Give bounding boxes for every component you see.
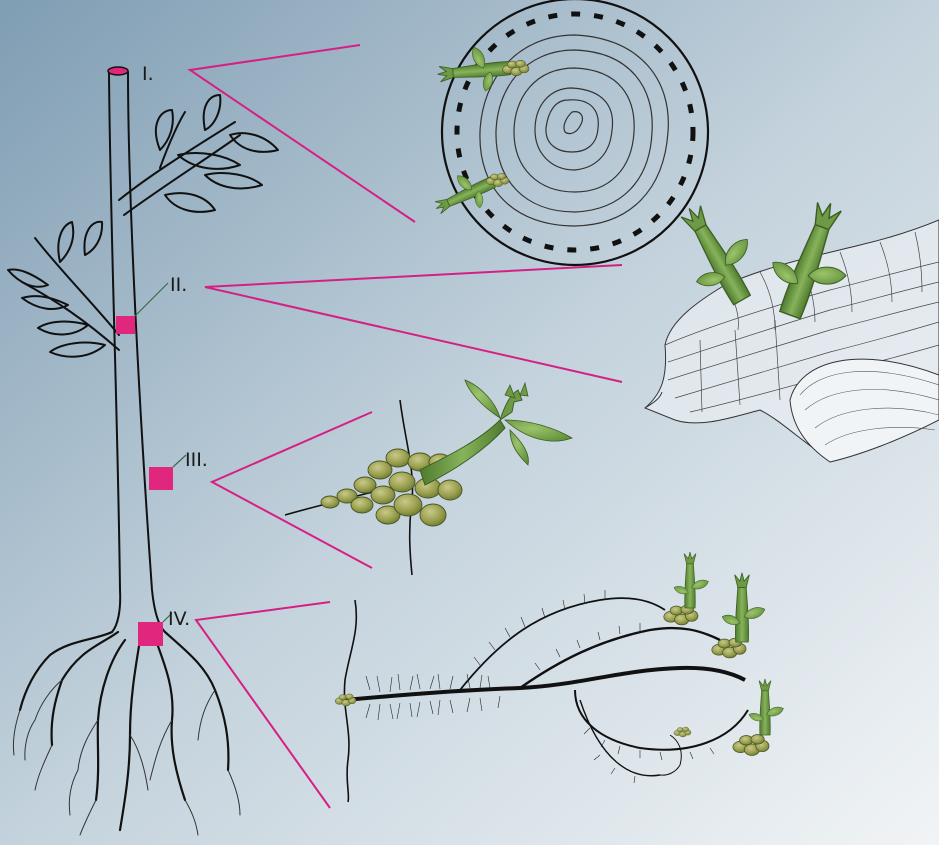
label-site-1: I. — [142, 63, 154, 85]
marker-site-4 — [138, 622, 163, 646]
label-site-4: IV. — [168, 608, 190, 630]
marker-site-3 — [149, 467, 173, 490]
label-site-3: III. — [185, 449, 208, 471]
label-site-2: II. — [170, 274, 187, 296]
marker-site-2 — [116, 316, 135, 334]
